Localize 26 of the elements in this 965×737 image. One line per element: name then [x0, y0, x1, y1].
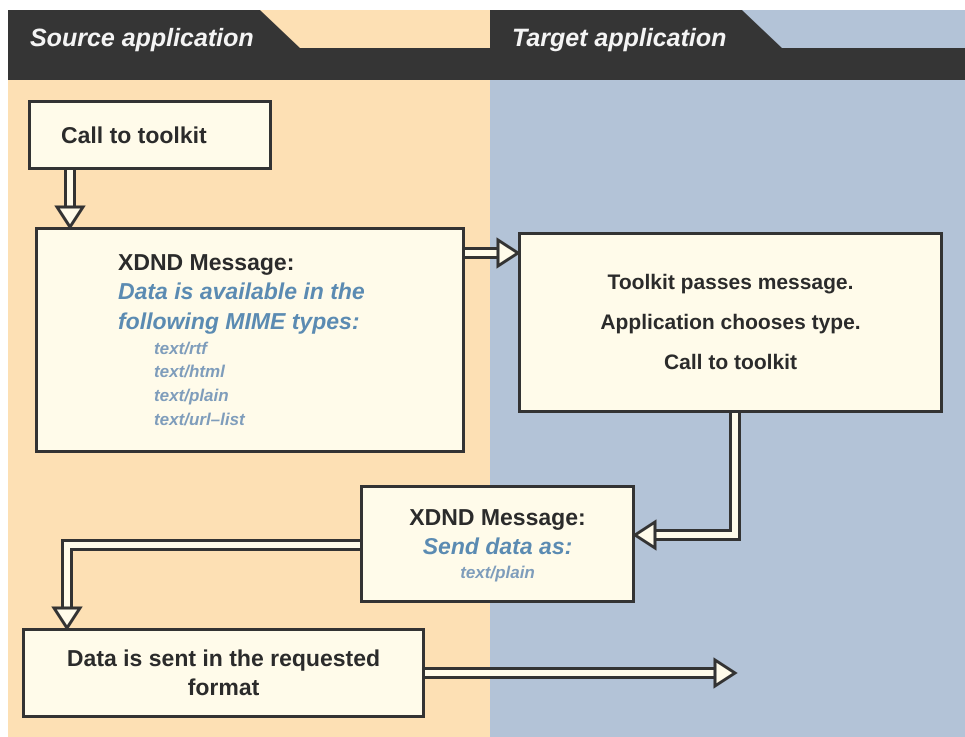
- mime-type: text/rtf: [154, 338, 210, 360]
- lane-heading: Target application: [512, 24, 726, 53]
- lane-heading: Source application: [30, 24, 254, 53]
- hollow-arrow: [465, 237, 521, 269]
- step-text: Call to toolkit: [663, 350, 798, 374]
- mime-type: text/url–list: [154, 409, 246, 432]
- process-box: [28, 100, 272, 170]
- hollow-arrow: [54, 170, 86, 230]
- message-description: Data is available in the following MIME types:: [118, 276, 366, 336]
- hollow-arrow: [425, 657, 738, 689]
- mime-type: text/html: [154, 361, 226, 384]
- process-box: [360, 485, 635, 603]
- mime-type: text/plain: [460, 562, 535, 584]
- box-text: Call to toolkit: [61, 120, 208, 150]
- hollow-arrow: [51, 539, 360, 631]
- message-title: XDND Message:: [409, 502, 586, 532]
- process-box: [35, 227, 465, 453]
- process-box: [22, 628, 425, 718]
- hollow-arrow: [632, 413, 741, 551]
- message-title: XDND Message:: [118, 248, 296, 277]
- box-text: Data is sent in the requested format: [66, 644, 382, 702]
- process-box: [518, 232, 943, 413]
- mime-type: text/plain: [154, 385, 230, 408]
- step-text: Toolkit passes message.: [606, 270, 854, 294]
- message-description: Send data as:: [422, 532, 572, 561]
- step-text: Application chooses type.: [599, 310, 862, 334]
